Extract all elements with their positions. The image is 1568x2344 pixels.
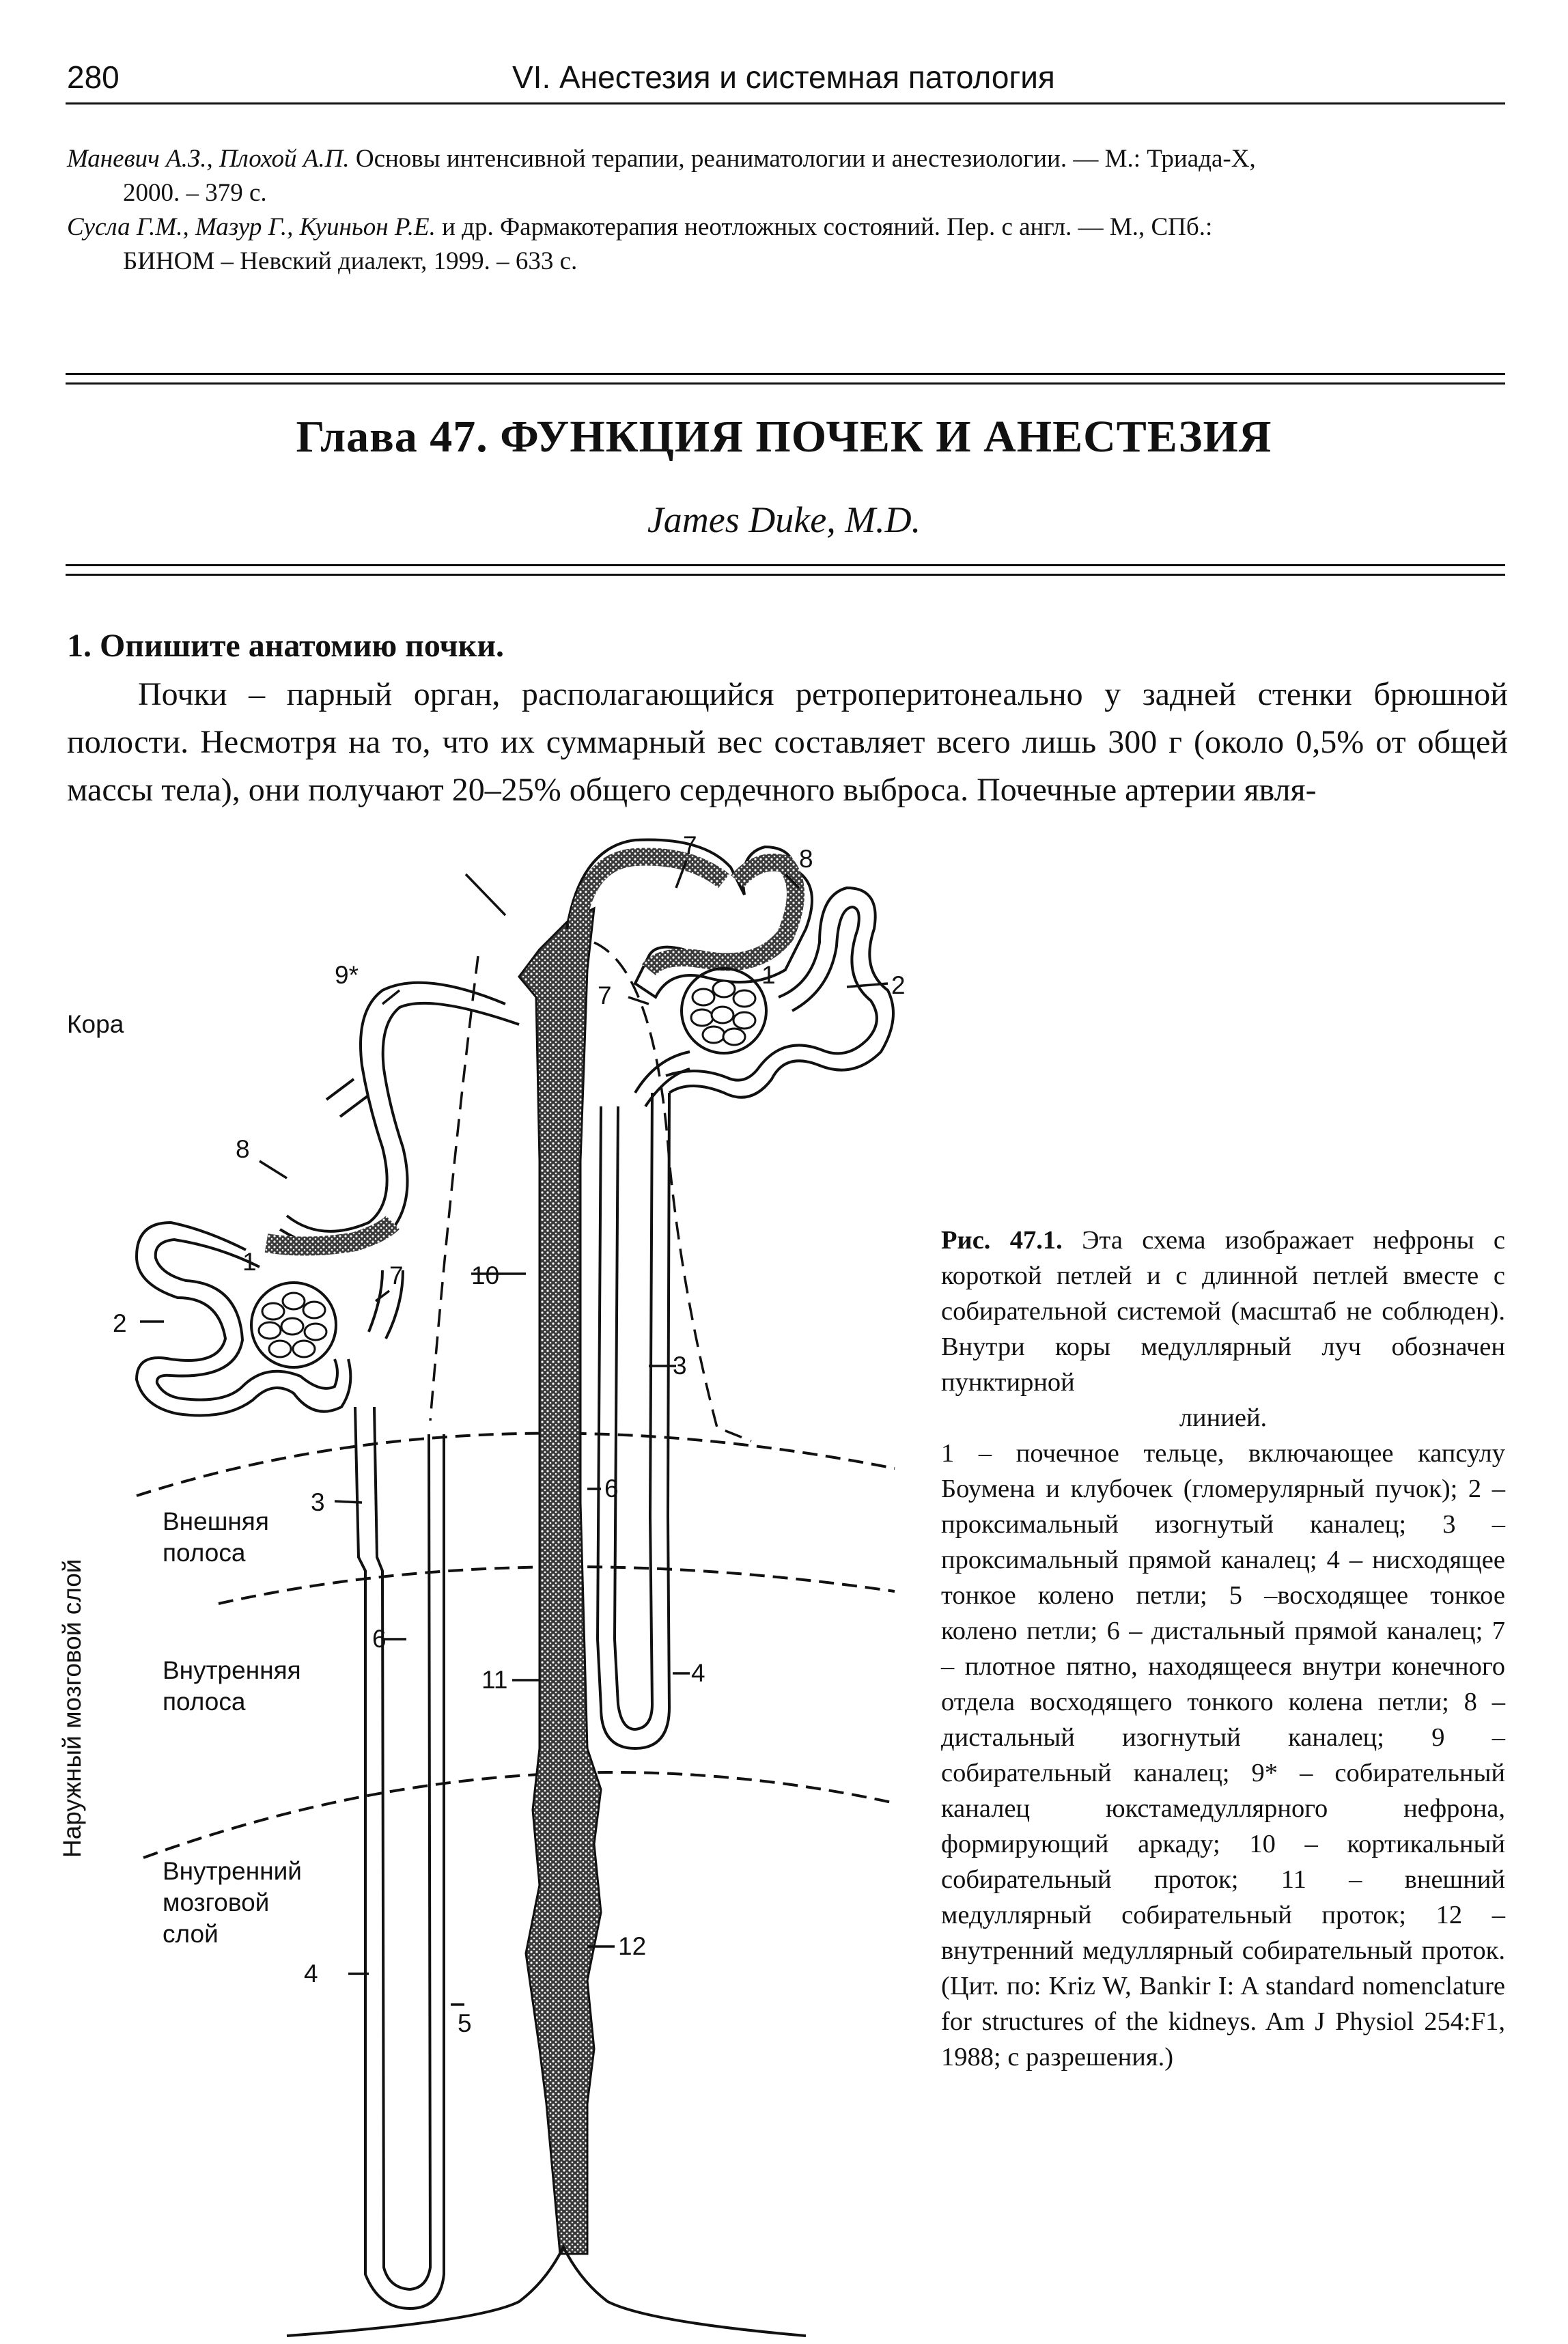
label-6: 6	[372, 1625, 387, 1653]
label-12: 12	[618, 1932, 646, 1960]
running-header: VI. Анестезия и системная патология	[512, 59, 1055, 95]
reference-authors: Сусла Г.М., Мазур Г., Куиньон Р.Е.	[67, 213, 436, 241]
caption-text: Эта схема изображает нефроны с короткой …	[941, 1226, 1505, 1397]
chapter-rule-bottom-2	[66, 574, 1505, 576]
reference-continuation: БИНОМ – Невский диалект, 1999. – 633 с.	[123, 247, 578, 275]
label-8: 8	[799, 845, 813, 873]
label-3: 3	[673, 1352, 687, 1380]
figure-caption: Рис. 47.1. Эта схема изображает нефроны …	[941, 1223, 1505, 2075]
label-4: 4	[304, 1959, 318, 1987]
reference-text: Основы интенсивной терапии, реаниматолог…	[349, 145, 1256, 173]
label-5: 5	[458, 2009, 472, 2037]
zone-inner-medulla: Внутренний	[163, 1857, 302, 1885]
zone-outer-stripe: полоса	[163, 1539, 246, 1567]
chapter-author: James Duke, M.D.	[647, 499, 921, 540]
collecting-duct	[518, 838, 813, 2255]
label-7: 7	[389, 1261, 404, 1289]
reference-continuation: 2000. – 379 с.	[123, 179, 267, 207]
question-heading: 1. Опишите анатомию почки.	[67, 628, 504, 664]
label-10: 10	[471, 1261, 499, 1289]
reference-authors: Маневич А.З., Плохой А.П.	[67, 145, 350, 173]
label-3: 3	[311, 1488, 325, 1516]
zone-inner-stripe: Внутренняя	[163, 1656, 301, 1684]
label-2: 2	[113, 1309, 127, 1337]
right-nephron	[596, 886, 895, 1750]
zone-outer-stripe: Внешняя	[163, 1507, 269, 1535]
reference-1: Маневич А.З., Плохой А.П. Основы интенси…	[67, 142, 1508, 210]
caption-text-end: линией.	[1179, 1404, 1268, 1432]
reference-2: Сусла Г.М., Мазур Г., Куиньон Р.Е. и др.…	[67, 210, 1508, 279]
chapter-title: Глава 47. ФУНКЦИЯ ПОЧЕК И АНЕСТЕЗИЯ	[296, 412, 1272, 462]
nephron-diagram: 7 8 9* 7 1 2 8 1 7 10 2 3 3 6 6 11 4 12 …	[58, 831, 906, 2337]
body-paragraph: Почки – парный орган, располагающийся ре…	[67, 676, 1508, 808]
label-8: 8	[236, 1135, 250, 1163]
zone-inner-stripe: полоса	[163, 1688, 246, 1716]
label-9: 7	[683, 831, 697, 859]
left-nephron	[135, 1220, 445, 2311]
label-1: 1	[242, 1248, 257, 1276]
label-2: 2	[891, 971, 906, 999]
chapter-rule-top-2	[66, 382, 1505, 385]
label-6: 6	[604, 1475, 619, 1503]
left-glomerulus	[250, 1281, 337, 1369]
header-rule	[66, 102, 1505, 104]
arcade-tubule	[279, 981, 520, 1251]
chapter-rule-bottom-1	[66, 564, 1505, 566]
cortex-boundary	[136, 1432, 895, 1497]
label-4: 4	[691, 1659, 705, 1687]
label-7: 7	[598, 981, 612, 1009]
page-number: 280	[67, 59, 120, 95]
zone-inner-medulla: слой	[163, 1920, 219, 1948]
zone-outer-medulla: Наружный мозговой слой	[58, 1559, 86, 1858]
medulla-boundary	[143, 1771, 895, 1859]
chapter-rule-top-1	[66, 373, 1505, 375]
reference-text: и др. Фармакотерапия неотложных состояни…	[435, 213, 1213, 241]
label-9-star: 9*	[335, 961, 359, 989]
label-11: 11	[481, 1666, 507, 1694]
right-glomerulus	[680, 967, 768, 1055]
zone-inner-medulla: мозговой	[163, 1888, 269, 1916]
caption-lead: Рис. 47.1.	[941, 1226, 1063, 1255]
papilla-outline	[286, 2244, 807, 2337]
stripe-boundary	[218, 1565, 895, 1605]
caption-legend: 1 – почечное тельце, включающее капсулу …	[941, 1439, 1505, 2071]
label-1: 1	[761, 961, 776, 989]
zone-cortex: Кора	[67, 1010, 124, 1038]
